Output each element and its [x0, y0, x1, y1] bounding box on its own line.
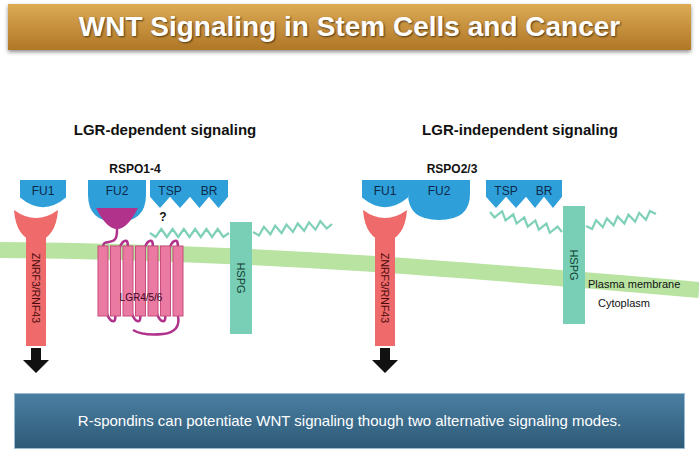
receptor-znrf3: ZNRF3/RNF43 [361, 208, 409, 346]
rspo-domain: TSP [486, 180, 526, 208]
domain-label: ZNRF3/RNF43 [30, 253, 42, 323]
heparan-chain [150, 229, 229, 237]
domain-label: FU1 [32, 184, 55, 198]
protein-label: RSPO2/3 [427, 162, 478, 176]
rspo-domain: TSP [150, 180, 190, 208]
domain-label: FU1 [374, 184, 397, 198]
domain-label: BR [536, 184, 553, 198]
furin-domain: FU1 [20, 180, 66, 212]
caption: R-spondins can potentiate WNT signaling … [78, 411, 621, 431]
domain-label: FU2 [428, 184, 451, 198]
region-label: Plasma membrane [588, 278, 680, 290]
hspg-receptor: HSPG [230, 222, 252, 334]
rspo-domain: BR [526, 180, 562, 208]
domain-label: TSP [158, 184, 181, 198]
region-label: Cytoplasm [598, 297, 650, 309]
domain-label: HSPG [568, 249, 580, 280]
furin-domain: FU1 [362, 180, 408, 212]
domain-label: ZNRF3/RNF43 [379, 253, 391, 323]
domain-label: LGR4/5/6 [120, 292, 163, 303]
receptor-lgr: LGR4/5/6 [92, 208, 190, 336]
receptor-znrf3: ZNRF3/RNF43 [12, 208, 60, 346]
caption-box: R-spondins can potentiate WNT signaling … [14, 393, 685, 449]
title-banner: WNT Signaling in Stem Cells and Cancer [8, 4, 691, 50]
heparan-chain [253, 221, 332, 235]
heparan-chain [586, 211, 656, 229]
domain-label: TSP [494, 184, 517, 198]
hspg-receptor: HSPG [563, 206, 585, 324]
title: WNT Signaling in Stem Cells and Cancer [79, 11, 620, 43]
protein-label: RSPO1-4 [109, 162, 160, 176]
domain-label: HSPG [235, 262, 247, 293]
furin-domain: FU2 [408, 180, 470, 220]
domain-label: FU2 [106, 184, 129, 198]
heparan-chain [490, 211, 562, 233]
unknown-mark: ? [159, 210, 166, 224]
rspo-domain: BR [190, 180, 228, 208]
node-shape [92, 208, 190, 336]
panel-heading: LGR-independent signaling [422, 121, 618, 138]
signal-arrow [23, 348, 49, 373]
signal-arrow [372, 348, 398, 373]
domain-label: BR [201, 184, 218, 198]
panel-heading: LGR-dependent signaling [74, 121, 257, 138]
